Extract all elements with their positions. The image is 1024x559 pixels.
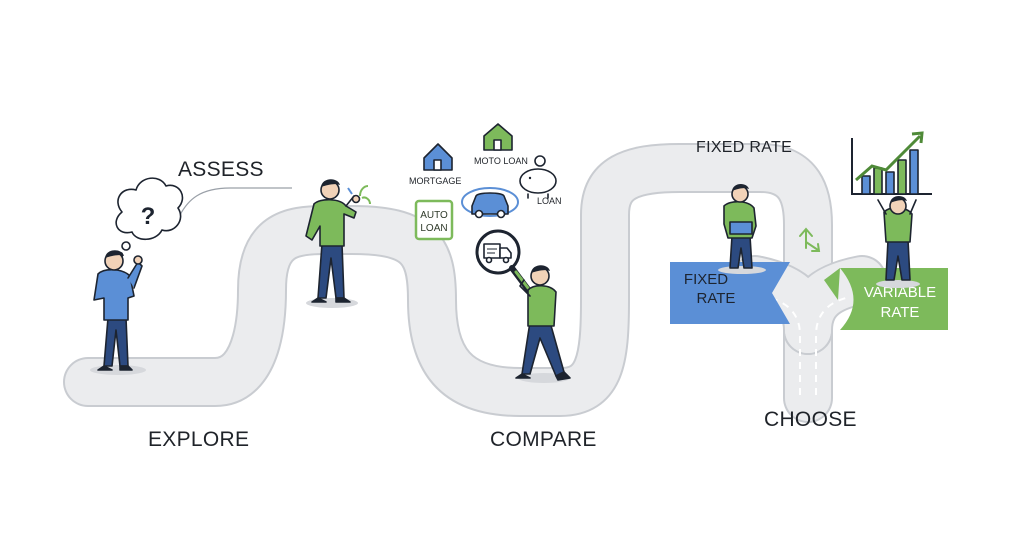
loan-label: LOAN — [537, 196, 562, 206]
mortgage-label: MORTGAGE — [409, 176, 461, 186]
question-icon: ? — [141, 203, 156, 230]
stage-explore-label: EXPLORE — [148, 428, 249, 451]
winding-road — [63, 143, 887, 423]
auto-loan-line1: AUTO — [420, 210, 448, 221]
auto-loan-line2: LOAN — [420, 223, 447, 234]
piggy-bank-icon — [519, 155, 557, 199]
moto-loan-label: MOTO LOAN — [474, 156, 528, 166]
growth-chart-icon — [851, 131, 932, 195]
person-fixed-rate — [718, 183, 766, 274]
auto-loan-card: AUTO LOAN — [414, 199, 454, 241]
thought-bubble: ? — [115, 177, 184, 259]
person-compare — [515, 265, 571, 383]
house-icon — [483, 123, 513, 151]
fixed-rate-sign: FIXED RATE — [670, 262, 790, 324]
person-explore — [305, 179, 371, 308]
fixed-sign-line1: FIXED — [684, 271, 728, 288]
magnifier-icon — [475, 229, 539, 303]
person-variable-rate — [876, 195, 920, 288]
person-assess — [90, 250, 146, 375]
variable-sign-line1: VARIABLE — [864, 284, 936, 301]
split-arrow-icon — [799, 227, 821, 252]
stage-assess-label: ASSESS — [178, 158, 264, 181]
fixed-sign-line2: RATE — [697, 290, 736, 307]
variable-rate-sign: VARIABLE RATE — [824, 268, 948, 330]
car-icon — [461, 187, 519, 219]
fixed-rate-heading: FIXED RATE — [696, 139, 792, 156]
variable-sign-line2: RATE — [881, 304, 920, 321]
stage-compare-label: COMPARE — [490, 428, 597, 451]
delivery-truck-icon — [483, 243, 512, 264]
stage-choose-label: CHOOSE — [764, 408, 857, 431]
house-icon — [423, 143, 453, 171]
